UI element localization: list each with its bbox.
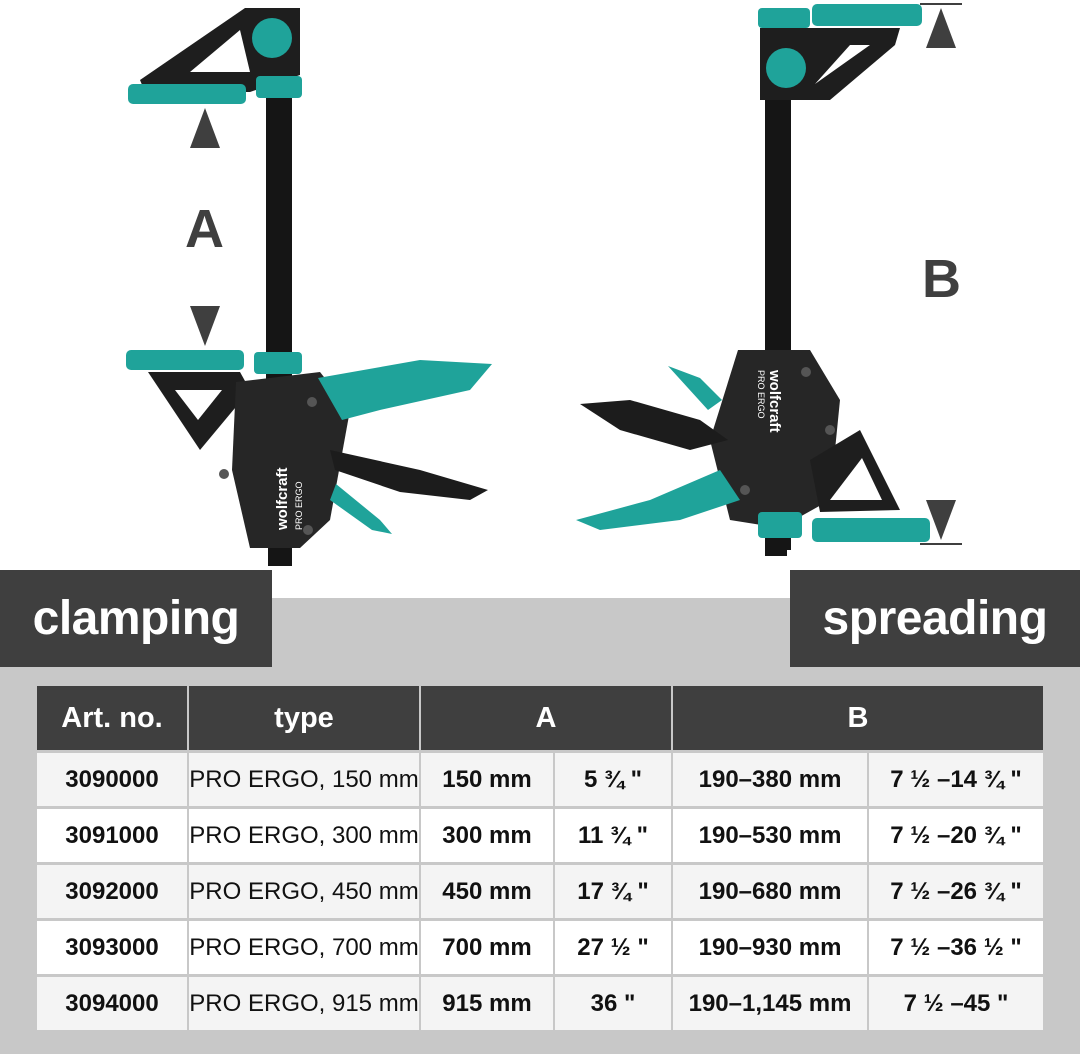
cell-type: PRO ERGO, 300 mm bbox=[187, 806, 420, 864]
spreading-label: spreading bbox=[790, 570, 1080, 667]
cell-a-mm: 150 mm bbox=[419, 750, 554, 808]
header-b: B bbox=[671, 686, 1044, 752]
clamp-logo-right: wolfcraft bbox=[766, 369, 783, 433]
cell-b-mm: 190–680 mm bbox=[671, 862, 869, 920]
cell-b-mm: 190–930 mm bbox=[671, 918, 869, 976]
cell-a-inch: 36 " bbox=[552, 974, 673, 1030]
cell-art-no: 3093000 bbox=[37, 918, 188, 976]
table-header-row: Art. no. type A B bbox=[37, 686, 1044, 752]
table-row: 3092000 PRO ERGO, 450 mm 450 mm 17 ¾ " 1… bbox=[37, 862, 1044, 920]
clamping-label: clamping bbox=[0, 570, 272, 667]
dimension-a-label: A bbox=[185, 199, 224, 259]
table-row: 3091000 PRO ERGO, 300 mm 300 mm 11 ¾ " 1… bbox=[37, 806, 1044, 864]
header-type: type bbox=[187, 686, 420, 752]
cell-a-inch: 11 ¾ " bbox=[552, 806, 673, 864]
cell-type: PRO ERGO, 700 mm bbox=[187, 918, 420, 976]
table-row: 3090000 PRO ERGO, 150 mm 150 mm 5 ¾ " 19… bbox=[37, 750, 1044, 808]
cell-a-inch: 27 ½ " bbox=[552, 918, 673, 976]
table-row: 3093000 PRO ERGO, 700 mm 700 mm 27 ½ " 1… bbox=[37, 918, 1044, 976]
cell-a-mm: 915 mm bbox=[419, 974, 554, 1030]
cell-b-mm: 190–530 mm bbox=[671, 806, 869, 864]
dimension-b-label: B bbox=[922, 249, 961, 309]
cell-a-inch: 5 ¾ " bbox=[552, 750, 673, 808]
cell-b-inch: 7 ½ –14 ¾ " bbox=[867, 750, 1044, 808]
cell-type: PRO ERGO, 450 mm bbox=[187, 862, 420, 920]
cell-b-inch: 7 ½ –36 ½ " bbox=[867, 918, 1044, 976]
cell-b-inch: 7 ½ –45 " bbox=[867, 974, 1044, 1030]
cell-art-no: 3094000 bbox=[37, 974, 188, 1030]
cell-art-no: 3092000 bbox=[37, 862, 188, 920]
header-art-no: Art. no. bbox=[37, 686, 188, 752]
cell-art-no: 3091000 bbox=[37, 806, 188, 864]
clamp-model-left: PRO ERGO bbox=[294, 481, 304, 530]
cell-a-inch: 17 ¾ " bbox=[552, 862, 673, 920]
cell-b-inch: 7 ½ –26 ¾ " bbox=[867, 862, 1044, 920]
spreading-clamp-icon: wolfcraft PRO ERGO bbox=[576, 3, 962, 556]
cell-b-inch: 7 ½ –20 ¾ " bbox=[867, 806, 1044, 864]
cell-b-mm: 190–380 mm bbox=[671, 750, 869, 808]
cell-a-mm: 700 mm bbox=[419, 918, 554, 976]
clamp-model-right: PRO ERGO bbox=[756, 370, 766, 419]
spec-table: Art. no. type A B 3090000 PRO ERGO, 150 … bbox=[37, 686, 1044, 1030]
table-row: 3094000 PRO ERGO, 915 mm 915 mm 36 " 190… bbox=[37, 974, 1044, 1030]
clamping-clamp-icon: wolfcraft PRO ERGO bbox=[126, 8, 492, 566]
header-a: A bbox=[418, 686, 673, 752]
clamp-logo-left: wolfcraft bbox=[274, 467, 291, 531]
cell-a-mm: 300 mm bbox=[419, 806, 554, 864]
cell-b-mm: 190–1,145 mm bbox=[671, 974, 869, 1030]
cell-type: PRO ERGO, 915 mm bbox=[187, 974, 420, 1030]
clamp-illustration: wolfcraft PRO ERGO wolfcraft PRO ERGO bbox=[126, 3, 962, 566]
cell-a-mm: 450 mm bbox=[419, 862, 554, 920]
cell-type: PRO ERGO, 150 mm bbox=[187, 750, 420, 808]
cell-art-no: 3090000 bbox=[37, 750, 188, 808]
